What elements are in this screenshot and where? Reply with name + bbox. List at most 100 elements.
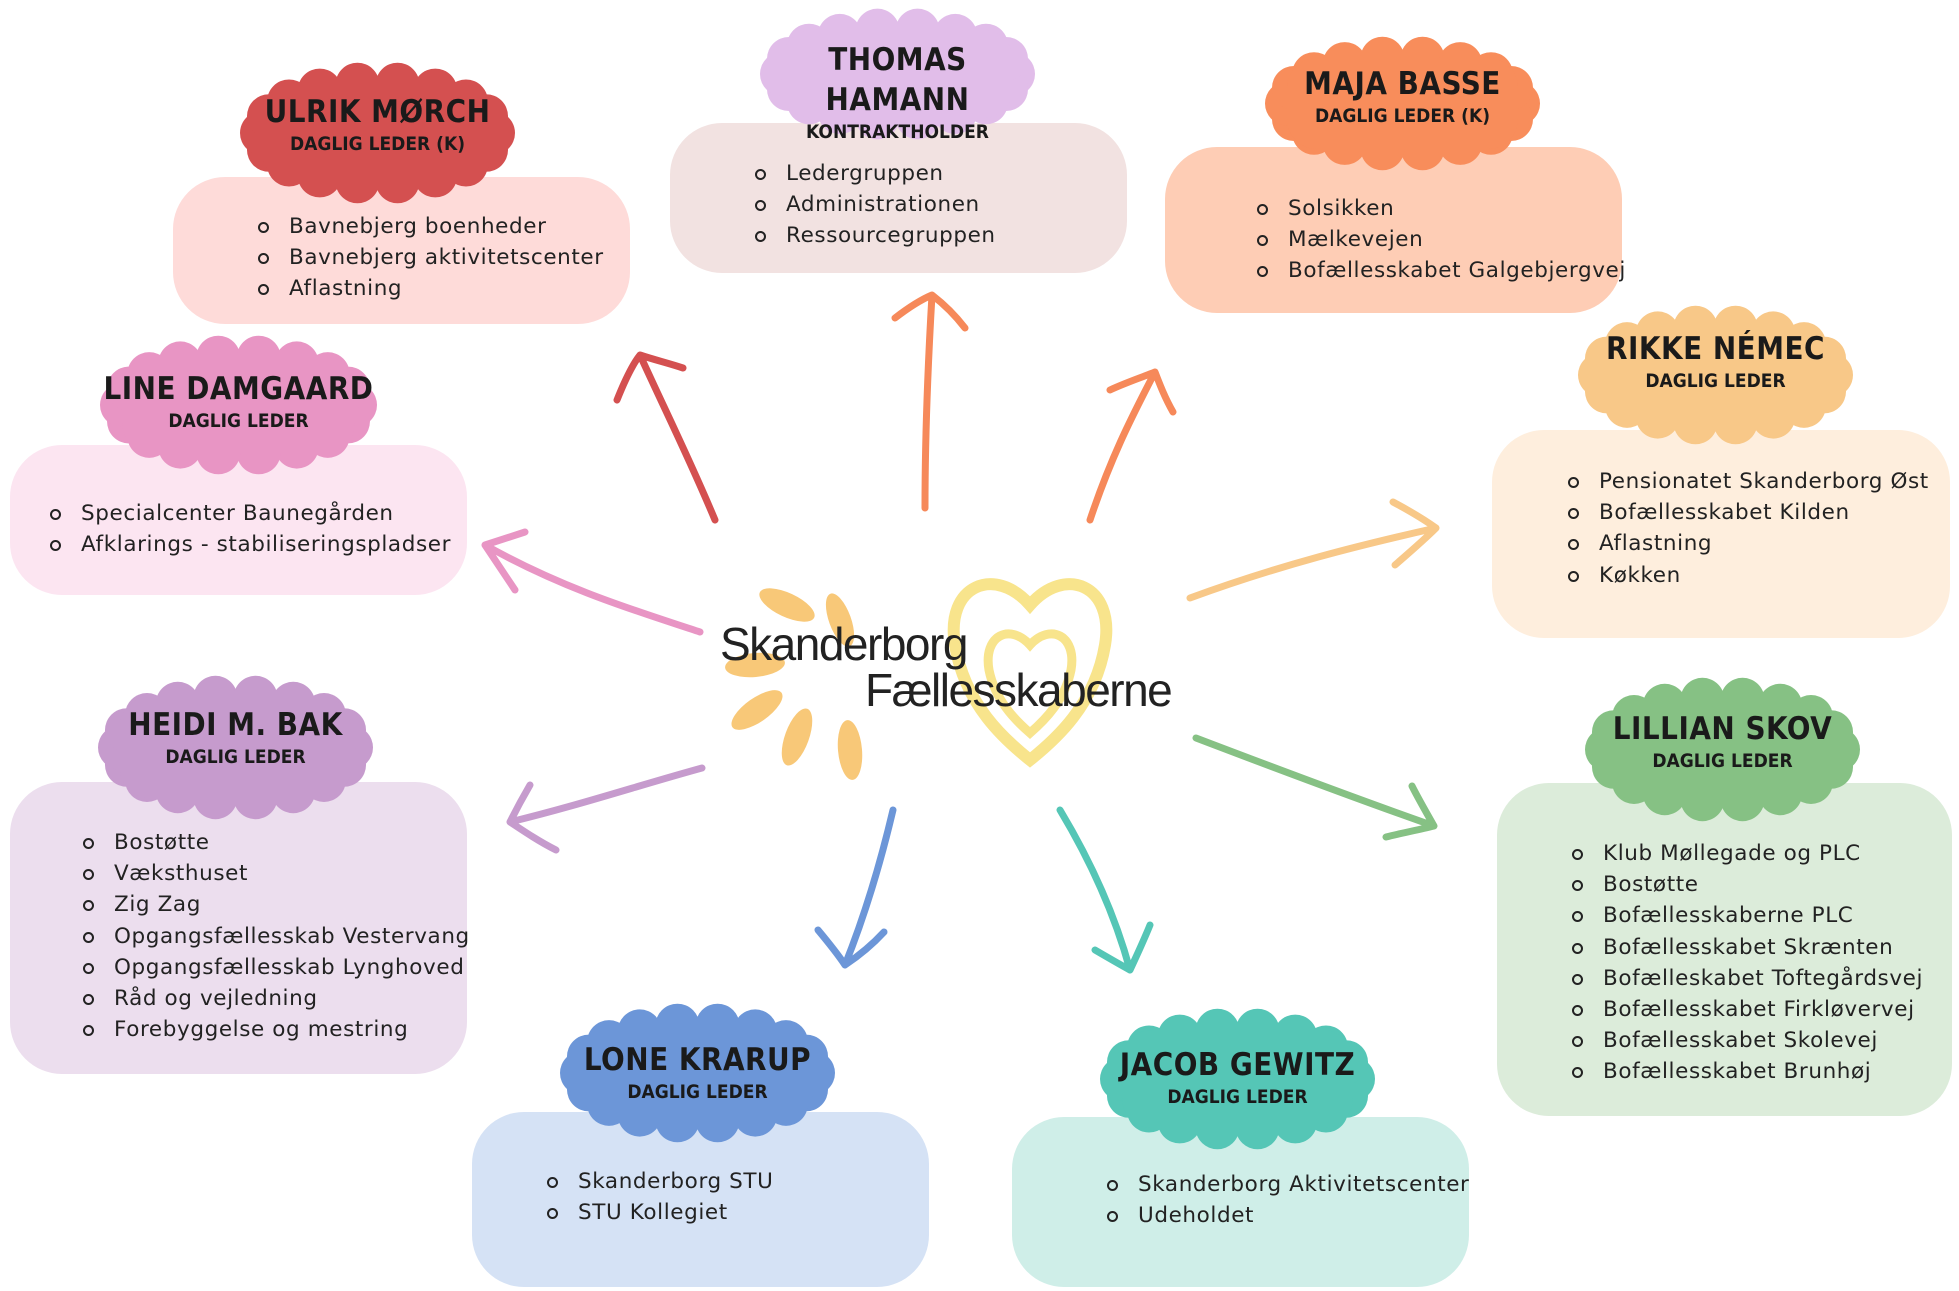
list-item: Specialcenter Baunegården [50,498,467,529]
unit-list: Ledergruppen Administrationen Ressourceg… [755,158,1127,252]
list-item: Bostøtte [1572,869,1952,900]
logo-graphic [725,578,1113,780]
unit-list: Skanderborg Aktivitetscenter Udeholdet [1107,1169,1469,1231]
person-name: RIKKE NÉMEC [1605,331,1826,367]
list-item: Bofællesskaberne PLC [1572,900,1952,931]
person-role: DAGLIG LEDER (K) [1314,105,1491,127]
list-item: Bofællesskabet Skolevej [1572,1025,1952,1056]
list-item: Bofælleskabet Toftegårdsvej [1572,963,1952,994]
person-name: LILLIAN SKOV [1612,711,1833,747]
unit-box-heidi: Bostøtte Væksthuset Zig Zag Opgangsfælle… [10,782,469,1074]
person-role: DAGLIG LEDER [165,746,306,768]
unit-box-line: Specialcenter Baunegården Afklarings - s… [10,445,467,595]
list-item: Bavnebjerg boenheder [258,211,630,242]
list-item: Udeholdet [1107,1200,1469,1231]
list-item: Bofællesskabet Skrænten [1572,932,1952,963]
person-name: LONE KRARUP [583,1042,812,1078]
unit-list: Specialcenter Baunegården Afklarings - s… [50,498,467,560]
list-item: Opgangsfællesskab Vestervang [83,921,469,952]
person-name: MAJA BASSE [1304,66,1501,102]
unit-list: Pensionatet Skanderborg Øst Bofællesskab… [1568,466,1950,591]
person-role: KONTRAKTHOLDER [806,121,989,143]
arrow-to-heidi [506,764,706,854]
unit-box-lone: Skanderborg STU STU Kollegiet [472,1112,929,1287]
unit-box-maja: Solsikken Mælkevejen Bofællesskabet Galg… [1165,147,1625,313]
list-item: Opgangsfællesskab Lynghoved [83,952,467,983]
arrow-to-thomas [891,291,969,512]
cloud-shape [240,62,515,204]
cloud-shape [1100,1008,1375,1150]
unit-box-jacob: Skanderborg Aktivitetscenter Udeholdet [1012,1117,1469,1287]
name-cloud-jacob: JACOB GEWITZ DAGLIG LEDER [1100,1008,1375,1150]
logo-text-line2: Fællesskaberne [865,664,1173,716]
person-name: ULRIK MØRCH [264,94,491,130]
list-item: Forebyggelse og mestring [83,1014,467,1045]
list-item: Aflastning [1568,528,1950,559]
person-name: HEIDI M. BAK [128,707,343,743]
list-item: Afklarings - stabiliseringspladser [50,529,467,560]
arrow-to-rikke [1186,498,1440,602]
unit-list: Skanderborg STU STU Kollegiet [547,1166,929,1228]
person-role: DAGLIG LEDER [1167,1086,1308,1108]
arrow-to-line [481,528,704,636]
name-cloud-maja: MAJA BASSE DAGLIG LEDER (K) [1265,36,1540,171]
arrow-to-lillian [1192,734,1438,841]
cloud-shape [98,675,373,820]
list-item: Ledergruppen [755,158,1127,189]
cloud-shape [1265,36,1540,171]
person-role: DAGLIG LEDER [168,410,309,432]
person-name: THOMAS HAMANN [825,42,970,118]
name-cloud-lillian: LILLIAN SKOV DAGLIG LEDER [1585,677,1860,822]
list-item: Bostøtte [83,827,467,858]
list-item: Solsikken [1257,193,1622,224]
arrow-to-ulrik [613,351,719,524]
name-cloud-ulrik: ULRIK MØRCH DAGLIG LEDER (K) [240,62,515,204]
list-item: Bofællesskabet Kilden [1568,497,1950,528]
list-item: Klub Møllegade og PLC [1572,838,1952,869]
sun-petals-icon [725,588,863,780]
list-item: Væksthuset [83,858,467,889]
list-item: Ressourcegruppen [755,220,1127,251]
unit-list: Bostøtte Væksthuset Zig Zag Opgangsfælle… [83,827,469,1045]
list-item: STU Kollegiet [547,1197,929,1228]
list-item: Bavnebjerg aktivitetscenter [258,242,630,273]
unit-box-rikke: Pensionatet Skanderborg Øst Bofællesskab… [1492,430,1950,638]
unit-list: Solsikken Mælkevejen Bofællesskabet Galg… [1257,193,1625,287]
cloud-shape [560,1003,835,1143]
list-item: Bofællesskabet Firkløvervej [1572,994,1952,1025]
name-cloud-lone: LONE KRARUP DAGLIG LEDER [560,1003,835,1143]
cloud-shape [1578,305,1853,445]
list-item: Bofællesskabet Galgebjergvej [1257,255,1625,286]
list-item: Råd og vejledning [83,983,467,1014]
logo-text-line1: Skanderborg [720,618,968,670]
unit-list: Bavnebjerg boenheder Bavnebjerg aktivite… [258,211,630,305]
unit-box-lillian: Klub Møllegade og PLC Bostøtte Bofælless… [1497,783,1952,1116]
cloud-shape [760,8,1035,140]
list-item: Køkken [1568,560,1950,591]
heart-icon [947,578,1113,768]
cloud-shape [1585,677,1860,822]
unit-list: Klub Møllegade og PLC Bostøtte Bofælless… [1572,838,1952,1088]
person-name: JACOB GEWITZ [1119,1047,1356,1083]
name-cloud-heidi: HEIDI M. BAK DAGLIG LEDER [98,675,373,820]
name-cloud-thomas: THOMAS HAMANN KONTRAKTHOLDER [760,8,1035,143]
cloud-shape [100,335,377,475]
list-item: Mælkevejen [1257,224,1622,255]
arrow-to-maja [1086,368,1177,524]
list-item: Skanderborg STU [547,1166,929,1197]
list-item: Pensionatet Skanderborg Øst [1568,466,1950,497]
list-item: Bofællesskabet Brunhøj [1572,1056,1952,1087]
list-item: Skanderborg Aktivitetscenter [1107,1169,1469,1200]
name-cloud-rikke: RIKKE NÉMEC DAGLIG LEDER [1578,305,1853,445]
list-item: Zig Zag [83,889,467,920]
person-role: DAGLIG LEDER [627,1081,768,1103]
arrow-to-jacob [1056,806,1154,974]
list-item: Administrationen [755,189,1127,220]
skanderborg-logo: Skanderborg Fællesskaberne [715,565,1173,785]
list-item: Aflastning [258,273,630,304]
person-name: LINE DAMGAARD [103,371,374,407]
person-role: DAGLIG LEDER [1645,370,1786,392]
person-role: DAGLIG LEDER [1652,750,1793,772]
